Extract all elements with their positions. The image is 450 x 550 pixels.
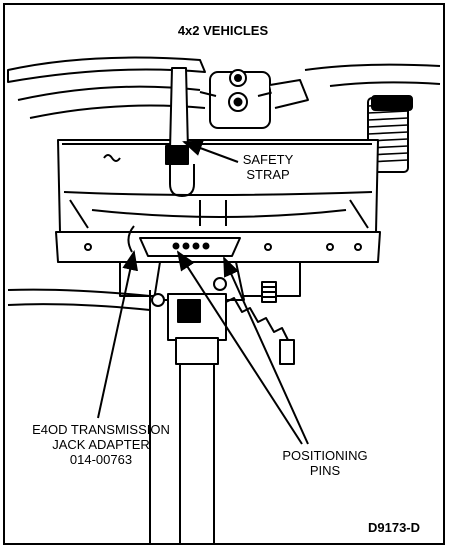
positioning-pins-callout: POSITIONING PINS [270,448,380,478]
safety-strap-callout: SAFETY STRAP [224,152,312,182]
jack-adapter-callout: E4OD TRANSMISSION JACK ADAPTER 014-00763 [8,422,194,467]
safety-strap-line-1: SAFETY [242,152,294,167]
figure-id: D9173-D [367,520,421,535]
safety-strap-line-2: STRAP [246,167,290,182]
positioning-pins-line-1: POSITIONING [282,448,368,463]
jack-adapter-line-1: E4OD TRANSMISSION [32,422,170,437]
jack-adapter-line-2: JACK ADAPTER [52,437,150,452]
positioning-pins-line-2: PINS [309,463,341,478]
figure-title: 4x2 VEHICLES [177,23,269,38]
jack-adapter-part-number: 014-00763 [69,452,133,467]
